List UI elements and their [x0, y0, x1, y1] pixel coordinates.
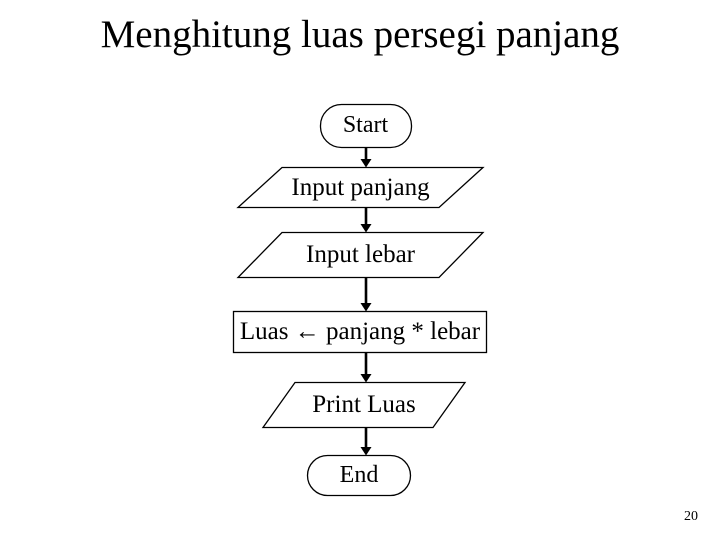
slide-page-number: 20 [684, 509, 698, 524]
slide-title: Menghitung luas persegi panjang [100, 13, 620, 56]
flow-arrow-input-panjang-to-input-lebar [360, 207, 372, 233]
input-panjang-parallelogram-shape [236, 166, 485, 209]
process-luas-rectangle-shape [232, 310, 488, 354]
flow-arrow-input-lebar-to-process [360, 277, 372, 312]
start-terminator-shape [319, 103, 413, 149]
input-lebar-parallelogram-shape [236, 231, 485, 279]
flow-arrow-print-luas-to-end [360, 427, 372, 456]
flow-arrow-start-to-input-panjang [360, 147, 372, 168]
print-luas-parallelogram-shape [261, 381, 467, 429]
flow-arrow-process-to-print-luas [360, 352, 372, 383]
end-terminator-shape [306, 454, 412, 497]
